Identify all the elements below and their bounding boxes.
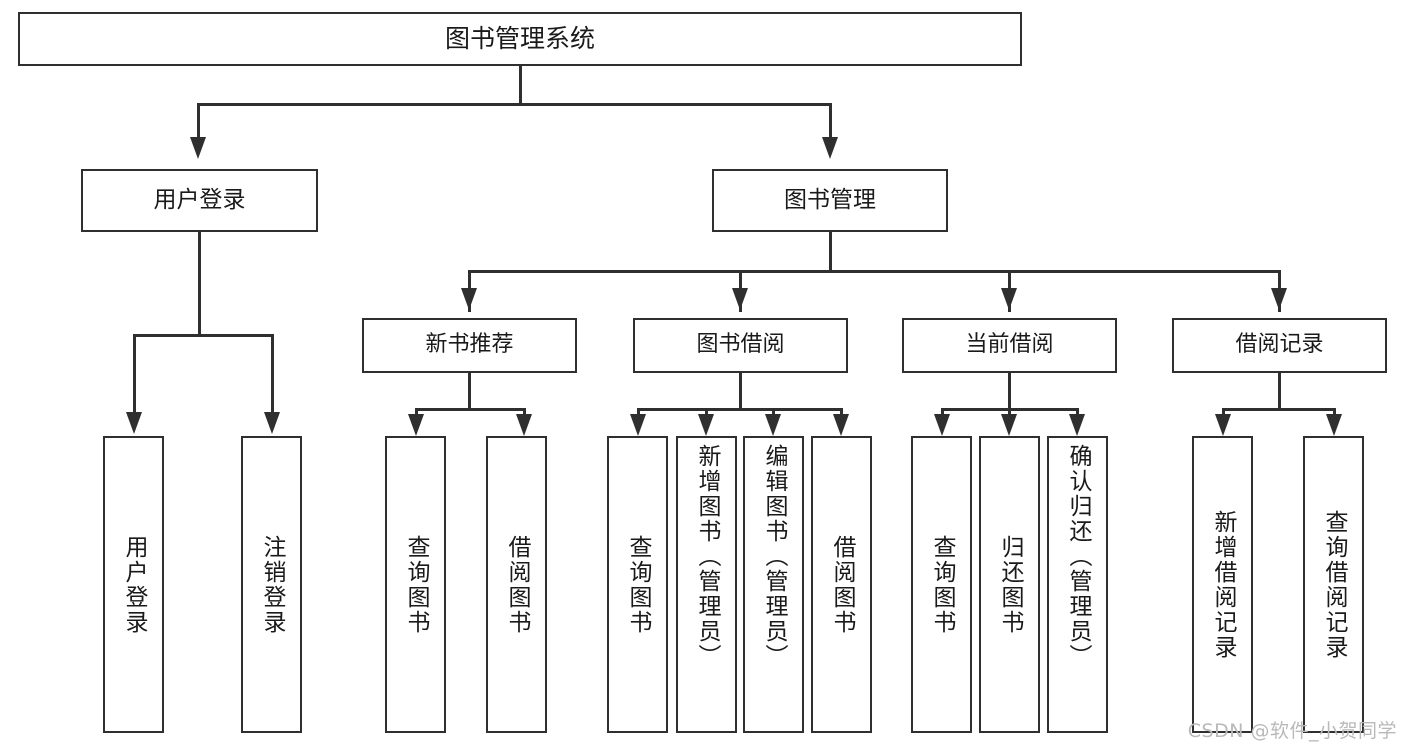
arrow-to-leaf-query-book-2: [630, 414, 646, 436]
arrow-to-leaf-query-book-3: [934, 414, 950, 436]
edge-new-book-rec-stem: [468, 373, 471, 410]
leaf-return-book[interactable]: 归还图书: [979, 436, 1040, 733]
node-new-book-rec-label: 新书推荐: [425, 332, 514, 358]
arrow-to-leaf-query-record: [1326, 414, 1342, 436]
edge-borrow-record-bus: [1222, 408, 1335, 411]
leaf-user-login-label: 用户登录: [121, 534, 147, 635]
arrow-to-new-book-rec: [461, 288, 477, 310]
arrow-to-book-manage: [822, 137, 838, 159]
node-current-borrow[interactable]: 当前借阅: [902, 318, 1117, 373]
node-book-borrow-label: 图书借阅: [696, 332, 785, 358]
arrow-to-borrow-record: [1271, 288, 1287, 310]
arrow-to-leaf-borrow-book-2: [833, 414, 849, 436]
arrow-to-leaf-borrow-book-1: [516, 414, 532, 436]
edge-book-borrow-bus: [637, 408, 842, 411]
node-current-borrow-label: 当前借阅: [965, 332, 1054, 358]
leaf-add-borrow-record[interactable]: 新增借阅记录: [1192, 436, 1253, 733]
node-root-system[interactable]: 图书管理系统: [18, 12, 1022, 66]
leaf-query-book-rec-label: 查询图书: [403, 534, 429, 635]
edge-user-login-drop-1: [133, 334, 136, 414]
node-new-book-rec[interactable]: 新书推荐: [362, 318, 577, 373]
arrow-to-book-borrow: [732, 288, 748, 310]
watermark: CSDN @软件_小贺同学: [1187, 720, 1397, 742]
edge-level2-bus: [197, 103, 832, 106]
leaf-logout[interactable]: 注销登录: [241, 436, 302, 733]
leaf-borrow-book[interactable]: 借阅图书: [811, 436, 872, 733]
node-book-borrow[interactable]: 图书借阅: [633, 318, 848, 373]
edge-root-stem: [519, 66, 522, 104]
arrow-to-user-login: [190, 137, 206, 159]
arrow-to-leaf-return-book: [1001, 414, 1017, 436]
node-user-login[interactable]: 用户登录: [81, 169, 318, 232]
arrow-to-current-borrow: [1001, 288, 1017, 310]
arrow-to-leaf-user-login: [126, 412, 142, 434]
leaf-query-borrow-record[interactable]: 查询借阅记录: [1303, 436, 1364, 733]
node-book-manage-label: 图书管理: [784, 186, 876, 213]
edge-level3-bus: [468, 270, 1280, 273]
arrow-to-leaf-edit-book: [765, 414, 781, 436]
leaf-borrow-book-label: 借阅图书: [829, 534, 855, 635]
edge-user-login-stem: [198, 232, 201, 336]
leaf-query-book-borrow[interactable]: 查询图书: [607, 436, 668, 733]
node-root-label: 图书管理系统: [444, 24, 595, 53]
leaf-add-book[interactable]: 新增图书（管理员）: [676, 436, 737, 733]
edge-level2-drop-2: [829, 103, 832, 139]
arrow-to-leaf-logout: [264, 412, 280, 434]
leaf-add-borrow-record-label: 新增借阅记录: [1210, 509, 1236, 660]
leaf-borrow-book-rec[interactable]: 借阅图书: [486, 436, 547, 733]
leaf-confirm-return-label: 确认归还（管理员）: [1065, 444, 1091, 669]
edge-user-login-bus: [133, 334, 273, 337]
node-book-manage[interactable]: 图书管理: [712, 169, 948, 232]
leaf-query-book-current-label: 查询图书: [929, 534, 955, 635]
edge-book-manage-stem: [829, 232, 832, 272]
leaf-logout-label: 注销登录: [259, 534, 285, 635]
edge-current-borrow-stem: [1008, 373, 1011, 410]
arrow-to-leaf-query-book-1: [408, 414, 424, 436]
arrow-to-leaf-confirm-return: [1069, 414, 1085, 436]
leaf-edit-book-label: 编辑图书（管理员）: [761, 444, 787, 669]
leaf-return-book-label: 归还图书: [997, 534, 1023, 635]
node-user-login-label: 用户登录: [153, 186, 246, 213]
node-borrow-record[interactable]: 借阅记录: [1172, 318, 1387, 373]
node-borrow-record-label: 借阅记录: [1235, 332, 1324, 358]
leaf-query-book-borrow-label: 查询图书: [625, 534, 651, 635]
leaf-borrow-book-rec-label: 借阅图书: [504, 534, 530, 635]
arrow-to-leaf-add-book: [698, 414, 714, 436]
leaf-query-borrow-record-label: 查询借阅记录: [1321, 509, 1347, 660]
leaf-user-login[interactable]: 用户登录: [103, 436, 164, 733]
edge-level2-drop-1: [197, 103, 200, 139]
edge-user-login-drop-2: [271, 334, 274, 414]
edge-new-book-rec-bus: [415, 408, 525, 411]
leaf-edit-book[interactable]: 编辑图书（管理员）: [743, 436, 804, 733]
leaf-query-book-rec[interactable]: 查询图书: [385, 436, 446, 733]
leaf-confirm-return[interactable]: 确认归还（管理员）: [1047, 436, 1108, 733]
arrow-to-leaf-add-record: [1215, 414, 1231, 436]
edge-borrow-record-stem: [1278, 373, 1281, 410]
leaf-add-book-label: 新增图书（管理员）: [694, 444, 720, 669]
edge-book-borrow-stem: [739, 373, 742, 410]
leaf-query-book-current[interactable]: 查询图书: [911, 436, 972, 733]
